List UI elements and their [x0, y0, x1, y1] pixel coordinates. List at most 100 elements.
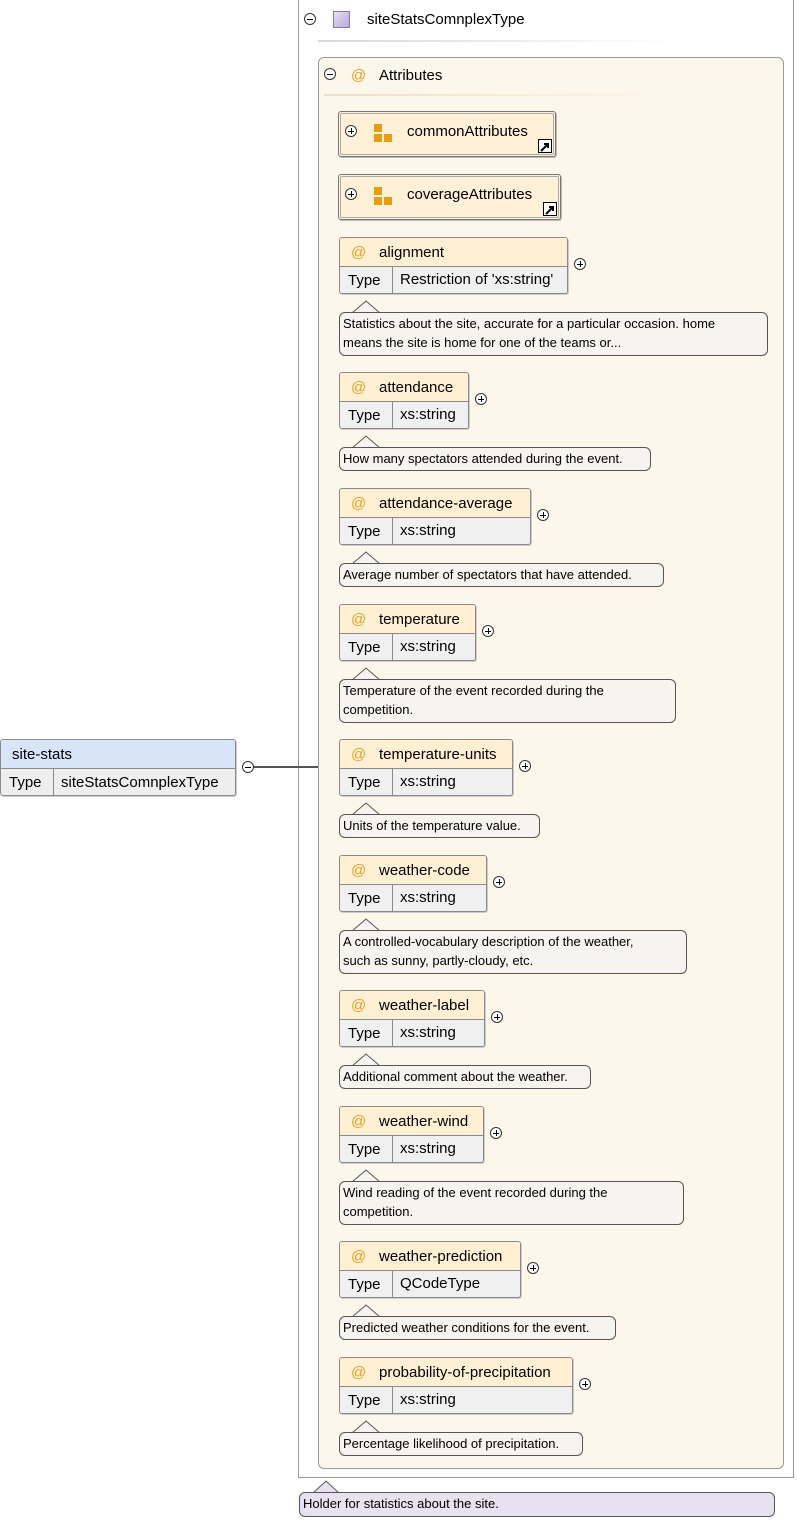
type-value: xs:string — [400, 889, 456, 906]
type-label: Type — [348, 1025, 381, 1042]
attribute-name: alignment — [379, 244, 445, 261]
doc-line: such as sunny, partly-cloudy, etc. — [343, 953, 534, 968]
divider — [318, 40, 678, 42]
attributes-label: Attributes — [379, 67, 443, 84]
attribute-box[interactable]: @ weather-prediction Type QCodeType — [339, 1241, 521, 1298]
attribute-at-icon: @ — [351, 1113, 367, 1130]
attribute-at-icon: @ — [351, 746, 367, 763]
type-value: Restriction of 'xs:string' — [400, 271, 554, 288]
type-value: xs:string — [400, 1391, 456, 1408]
attribute-at-icon: @ — [351, 997, 367, 1014]
doc-line: means the site is home for one of the te… — [343, 335, 622, 350]
attribute-name: weather-code — [379, 862, 470, 879]
doc-tail — [352, 802, 380, 815]
doc-line: Statistics about the site, accurate for … — [343, 316, 716, 331]
attribute-group-coverage[interactable]: coverageAttributes — [338, 174, 561, 220]
attribute-group-icon — [374, 124, 392, 142]
expand-icon[interactable] — [482, 625, 494, 637]
type-label: Type — [348, 272, 381, 289]
type-label: Type — [348, 639, 381, 656]
attribute-at-icon: @ — [351, 495, 367, 512]
type-label: Type — [348, 890, 381, 907]
attribute-box[interactable]: @ weather-label Type xs:string — [339, 990, 485, 1047]
attribute-name: weather-wind — [379, 1113, 469, 1130]
type-value: xs:string — [400, 1140, 456, 1157]
attribute-documentation: Temperature of the event recorded during… — [339, 679, 676, 723]
complex-type-icon — [333, 11, 350, 28]
attribute-name: attendance — [379, 379, 454, 396]
expand-icon[interactable] — [490, 1127, 502, 1139]
attribute-group-name: commonAttributes — [407, 123, 528, 140]
collapse-element-icon[interactable] — [242, 761, 254, 773]
type-value: xs:string — [400, 638, 456, 655]
attribute-at-icon: @ — [351, 862, 367, 879]
expand-icon[interactable] — [475, 393, 487, 405]
doc-line: A controlled-vocabulary description of t… — [343, 934, 634, 949]
doc-tail — [352, 1304, 380, 1317]
type-value: xs:string — [400, 773, 456, 790]
expand-icon[interactable] — [519, 760, 531, 772]
expand-icon[interactable] — [574, 258, 586, 270]
type-value: siteStatsComnplexType — [61, 774, 219, 791]
doc-line: Average number of spectators that have a… — [343, 567, 632, 582]
attribute-documentation: Average number of spectators that have a… — [339, 563, 664, 587]
attribute-box[interactable]: @ probability-of-precipitation Type xs:s… — [339, 1357, 573, 1414]
attribute-box[interactable]: @ temperature Type xs:string — [339, 604, 476, 661]
attribute-name: probability-of-precipitation — [379, 1364, 551, 1381]
collapse-attributes-icon[interactable] — [324, 68, 336, 80]
attribute-at-icon: @ — [351, 611, 367, 628]
element-name: site-stats — [12, 746, 73, 763]
attribute-documentation: Units of the temperature value. — [339, 814, 540, 838]
expand-icon[interactable] — [493, 876, 505, 888]
attribute-box[interactable]: @ attendance Type xs:string — [339, 372, 469, 429]
doc-line: Additional comment about the weather. — [343, 1069, 568, 1084]
doc-line: Wind reading of the event recorded durin… — [343, 1185, 608, 1200]
attribute-at-icon: @ — [351, 244, 367, 261]
attribute-box[interactable]: @ alignment Type Restriction of 'xs:stri… — [339, 237, 568, 294]
reference-arrow-icon[interactable] — [538, 139, 552, 153]
attribute-name: attendance-average — [379, 495, 513, 512]
doc-tail — [352, 667, 380, 680]
attribute-name: weather-prediction — [379, 1248, 503, 1265]
doc-tail — [352, 551, 380, 564]
type-value: xs:string — [400, 522, 456, 539]
complex-type-name: siteStatsComnplexType — [367, 11, 525, 28]
attribute-group-icon — [374, 187, 392, 205]
type-label: Type — [348, 1141, 381, 1158]
doc-tail — [313, 1480, 339, 1493]
attribute-box[interactable]: @ attendance-average Type xs:string — [339, 488, 531, 545]
attribute-name: weather-label — [379, 997, 470, 1014]
expand-icon[interactable] — [537, 509, 549, 521]
doc-tail — [352, 1420, 380, 1433]
collapse-complex-type-icon[interactable] — [304, 13, 316, 25]
connector-line — [254, 766, 318, 768]
type-value: QCodeType — [400, 1275, 481, 1292]
doc-tail — [352, 1053, 380, 1066]
root-element-box[interactable]: site-stats Type siteStatsComnplexType — [0, 739, 236, 796]
doc-tail — [352, 918, 380, 931]
attribute-documentation: Statistics about the site, accurate for … — [339, 312, 768, 356]
expand-icon[interactable] — [491, 1011, 503, 1023]
attribute-documentation: Predicted weather conditions for the eve… — [339, 1316, 616, 1340]
attribute-documentation: Percentage likelihood of precipitation. — [339, 1432, 583, 1456]
reference-arrow-icon[interactable] — [543, 202, 557, 216]
attribute-box[interactable]: @ temperature-units Type xs:string — [339, 739, 513, 796]
doc-line: How many spectators attended during the … — [343, 451, 623, 466]
doc-tail — [352, 300, 380, 313]
expand-icon[interactable] — [527, 1262, 539, 1274]
attribute-documentation: How many spectators attended during the … — [339, 447, 651, 471]
type-value: xs:string — [400, 406, 456, 423]
doc-line: Units of the temperature value. — [343, 818, 521, 833]
type-label: Type — [348, 1392, 381, 1409]
attribute-group-common[interactable]: commonAttributes — [338, 111, 556, 157]
attribute-name: temperature-units — [379, 746, 497, 763]
expand-icon[interactable] — [579, 1378, 591, 1390]
type-label: Type — [348, 774, 381, 791]
attribute-box[interactable]: @ weather-code Type xs:string — [339, 855, 487, 912]
expand-icon[interactable] — [345, 188, 357, 200]
doc-tail — [352, 435, 380, 448]
attribute-box[interactable]: @ weather-wind Type xs:string — [339, 1106, 484, 1163]
divider — [324, 94, 664, 96]
expand-icon[interactable] — [345, 125, 357, 137]
type-label: Type — [348, 1276, 381, 1293]
